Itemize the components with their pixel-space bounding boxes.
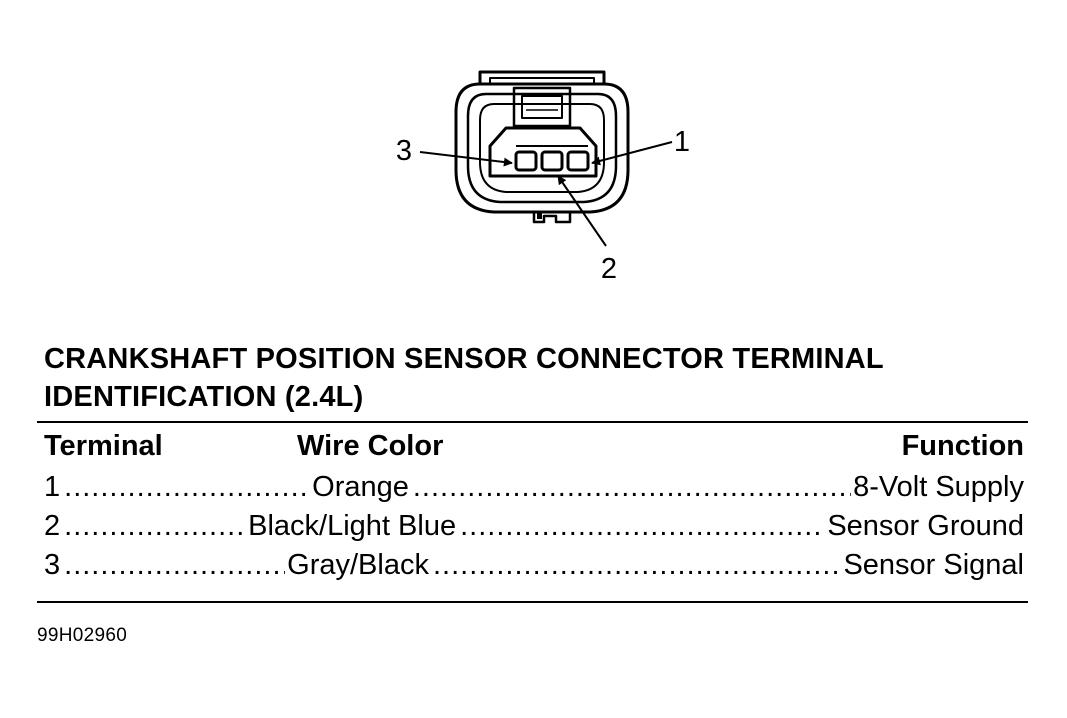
table-row: 3 Gray/Black Sensor Signal [44,546,1024,585]
connector-key [532,212,572,224]
leader-2 [557,175,607,247]
terminal-table: Terminal Wire Color Function 1 Orange 8-… [44,428,1024,585]
row-function: Sensor Ground [827,510,1024,542]
figure-id: 99H02960 [37,625,128,646]
title-line-1: CRANKSHAFT POSITION SENSOR CONNECTOR TER… [44,343,884,375]
lock-tab [512,86,572,128]
header-function: Function [901,430,1024,462]
row-terminal: 2 [44,510,61,542]
row-wire-color: Orange [312,471,409,503]
table-header-row: Terminal Wire Color Function [44,428,1024,468]
dot-leader [433,546,841,585]
connector-body [454,70,630,224]
connector-diagram: 3 1 2 [396,70,690,285]
dot-leader [64,468,310,507]
callout-3-label: 3 [396,135,412,167]
terminal-3 [514,150,538,172]
table-top-rule [37,421,1028,423]
table-row: 2 Black/Light Blue Sensor Ground [44,507,1024,546]
row-wire-color: Black/Light Blue [248,510,457,542]
connector-housing-inner [466,92,618,204]
terminal-2 [540,150,564,172]
table-bottom-rule [37,601,1028,603]
leader-3 [419,151,513,167]
connector-housing-outer [454,82,630,214]
callout-leaders [419,141,673,247]
dot-leader [460,507,825,546]
terminal-1 [566,150,590,172]
row-function: Sensor Signal [843,549,1024,581]
dot-leader [64,546,285,585]
callout-1-label: 1 [674,126,690,158]
dot-leader [64,507,246,546]
row-function: 8-Volt Supply [853,471,1024,503]
terminal-cavity [488,126,598,178]
row-wire-color: Gray/Black [287,549,429,581]
leader-1 [591,141,673,166]
table-row: 1 Orange 8-Volt Supply [44,468,1024,507]
title-line-2: IDENTIFICATION (2.4L) [44,381,364,413]
header-terminal: Terminal [44,430,163,462]
row-terminal: 3 [44,549,61,581]
connector-latch [478,70,606,84]
dot-leader [413,468,851,507]
callout-2-label: 2 [601,253,617,285]
header-wire-color: Wire Color [297,430,444,462]
figure-title: CRANKSHAFT POSITION SENSOR CONNECTOR TER… [44,340,1034,416]
row-terminal: 1 [44,471,61,503]
